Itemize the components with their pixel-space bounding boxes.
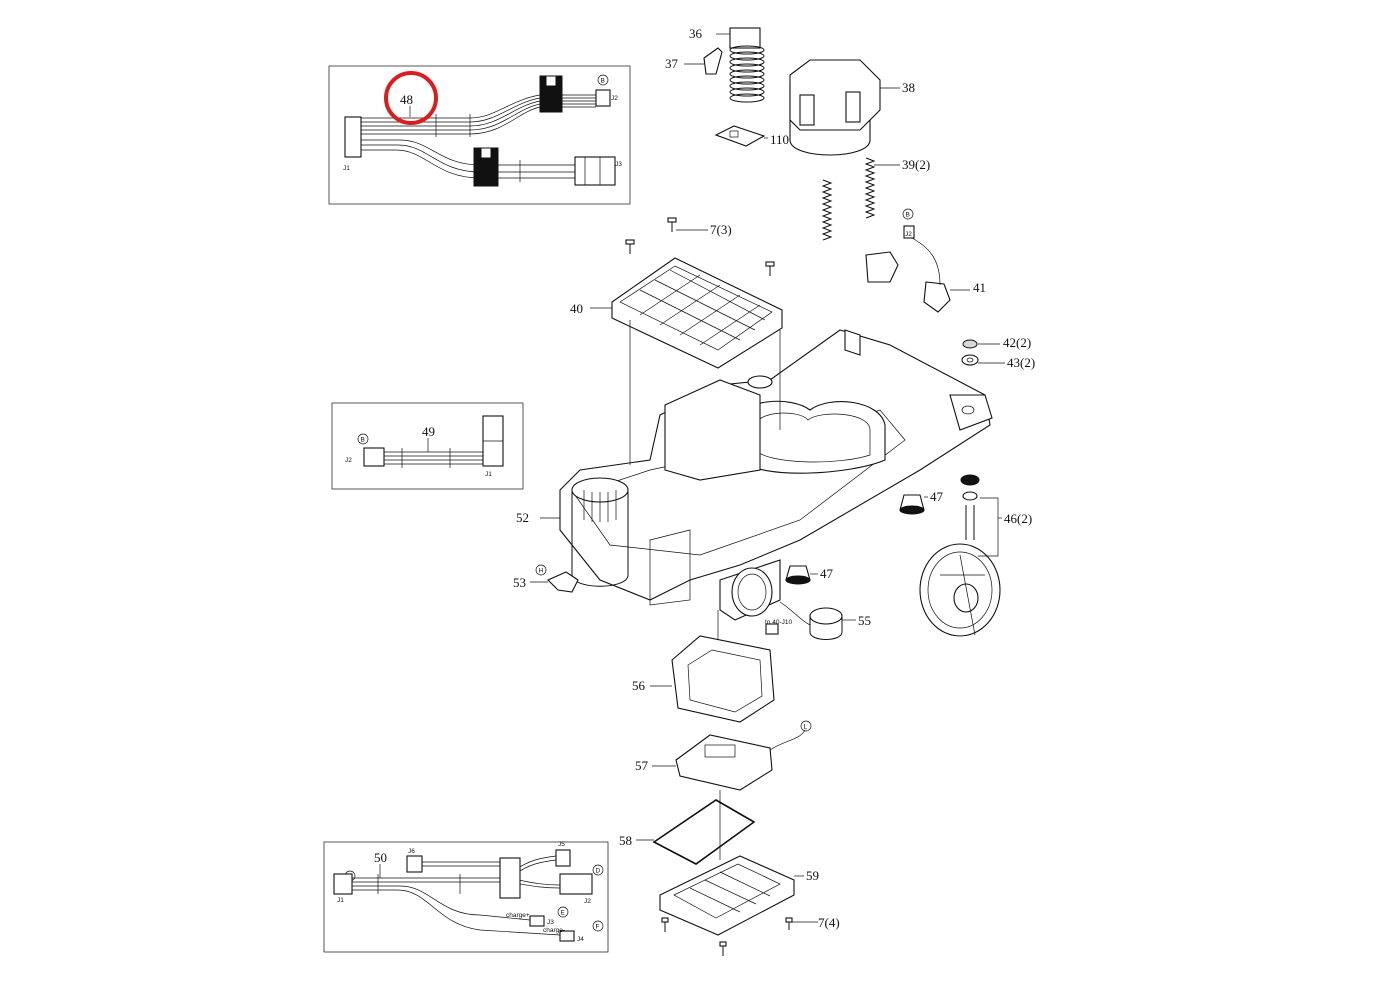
inset50-grommet: [499, 857, 521, 899]
inset50-connector-j2: [559, 873, 593, 895]
part-58-gasket: [636, 799, 756, 865]
inset49-j2-label: J2: [345, 457, 352, 464]
inset48-j3-label: J3: [615, 161, 622, 168]
inset50-charge-minus-label: charge-: [543, 927, 565, 934]
callout-46: 46(2): [1004, 511, 1032, 526]
inset48-j2-marker: B: [601, 78, 605, 85]
part-53-bracket: H: [530, 564, 579, 593]
part-56-battery-tray: [650, 635, 775, 723]
callout-43: 43(2): [1007, 355, 1035, 370]
part-41-sensor: B J2: [865, 208, 970, 313]
callout-55: 55: [858, 613, 871, 628]
callout-110: 110: [770, 132, 789, 147]
chassis-body: [540, 329, 993, 621]
inset48-j2-label: J2: [611, 95, 618, 102]
callout-41: 41: [973, 280, 986, 295]
callout-39: 39(2): [902, 157, 930, 172]
callout-49-number: 49: [422, 424, 435, 439]
connector-j3-block: [574, 156, 616, 186]
inset50-j2-marker: D: [596, 868, 601, 875]
inset49-j2-marker: B: [361, 437, 365, 444]
callout-56: 56: [632, 678, 646, 693]
callout-48-number: 48: [400, 92, 413, 107]
part-59-bottom-cover: [659, 855, 818, 956]
highlight-circle: [384, 71, 438, 125]
part-36-coil-spring: [716, 27, 765, 103]
inset-50-wire-harness: B J1 J6 J5 D J2 E J3 charge+ F: [323, 841, 609, 953]
parts-42-43-washers: [961, 339, 1005, 366]
part41-connector-label: J2: [905, 231, 912, 238]
inset50-connector-j6: [406, 855, 423, 873]
part53-marker: H: [539, 568, 544, 575]
callout-57: 57: [635, 758, 649, 773]
part41-marker: B: [906, 212, 910, 219]
part-55-sensor-module: to 40-J10: [765, 601, 856, 640]
inset50-j3-marker: E: [561, 910, 566, 917]
connector-j1-block: [344, 116, 362, 158]
inset50-j6-label: J6: [408, 848, 415, 855]
callout-38: 38: [902, 80, 915, 95]
inset50-j3-label: J3: [547, 919, 554, 926]
screws-7: [625, 217, 775, 276]
part-57-battery-pack: L: [652, 720, 812, 791]
inset50-j5-label: J5: [558, 841, 565, 848]
callout-7b: 7(4): [818, 915, 840, 930]
callout-labels: 36 37 38 110 39(2) 7(3) 41 40 42(2) 43(2…: [513, 26, 1035, 930]
part-40-electronics-cover: [590, 257, 783, 369]
part57-marker: L: [804, 724, 808, 731]
inset-49-wire-harness: B J2 49 J1: [331, 402, 524, 490]
callout-42: 42(2): [1003, 335, 1031, 350]
inset50-connector-j5: [555, 849, 571, 867]
callout-40: 40: [570, 301, 583, 316]
callout-52: 52: [516, 510, 529, 525]
callout-7a: 7(3): [710, 222, 732, 237]
part-39-springs: [821, 157, 900, 241]
part-46-wheel-assembly: [919, 474, 1002, 637]
callout-36: 36: [689, 26, 703, 41]
callout-47b: 47: [820, 566, 834, 581]
inset50-connector-j3: [529, 915, 545, 927]
inset50-charge-plus-label: charge+: [506, 912, 530, 919]
inset50-connector-j4: [559, 930, 575, 942]
part-47-feet: [785, 494, 928, 585]
inset50-j4-marker: F: [596, 924, 600, 931]
callout-59: 59: [806, 868, 819, 883]
inset50-j1-label: J1: [337, 897, 344, 904]
part-110-plate: [714, 125, 768, 147]
callout-47a: 47: [930, 489, 944, 504]
inset49-connector-j2: [363, 447, 385, 467]
inset50-connector-j1: [333, 873, 353, 895]
inset48-j1-label: J1: [343, 165, 350, 172]
callout-58: 58: [619, 833, 632, 848]
assembly-leader-lines: [629, 320, 781, 860]
callout-53: 53: [513, 575, 526, 590]
part-37-clip: [684, 47, 723, 75]
inset50-j4-label: J4: [577, 936, 584, 943]
callout-50-number: 50: [374, 850, 387, 865]
connector-j2-block: [595, 89, 611, 107]
inset49-j1-label: J1: [485, 471, 492, 478]
inset-48-wire-harness: J1 B J2 J3 48: [328, 65, 631, 205]
part-38-motor-housing: [789, 59, 900, 156]
callout-37: 37: [665, 56, 679, 71]
part55-connector-label: to 40-J10: [765, 619, 792, 626]
inset50-j2-label: J2: [584, 898, 591, 905]
